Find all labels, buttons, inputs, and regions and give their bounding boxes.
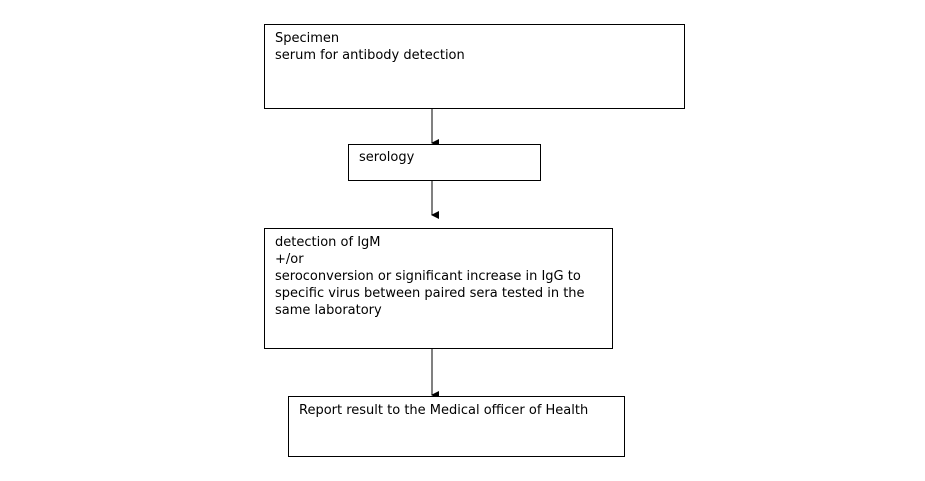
detection-line-3: seroconversion or significant increase i… bbox=[275, 269, 581, 284]
report-label: Report result to the Medical officer of … bbox=[299, 403, 589, 418]
report-box: Report result to the Medical officer of … bbox=[288, 396, 625, 457]
detection-box: detection of IgM +/or seroconversion or … bbox=[264, 228, 613, 349]
detection-line-4: specific virus between paired sera teste… bbox=[275, 286, 585, 301]
specimen-box: Specimen serum for antibody detection bbox=[264, 24, 685, 109]
report-text: Report result to the Medical officer of … bbox=[299, 402, 616, 419]
detection-line-5: same laboratory bbox=[275, 303, 382, 318]
detection-line-1: detection of IgM bbox=[275, 235, 381, 250]
serology-label: serology bbox=[359, 150, 415, 165]
serology-text: serology bbox=[359, 149, 532, 166]
detection-line-2: +/or bbox=[275, 252, 304, 267]
specimen-description: serum for antibody detection bbox=[275, 48, 465, 63]
specimen-title: Specimen bbox=[275, 31, 340, 46]
specimen-text: Specimen serum for antibody detection bbox=[275, 30, 676, 64]
detection-text: detection of IgM +/or seroconversion or … bbox=[275, 234, 604, 319]
serology-box: serology bbox=[348, 144, 541, 181]
